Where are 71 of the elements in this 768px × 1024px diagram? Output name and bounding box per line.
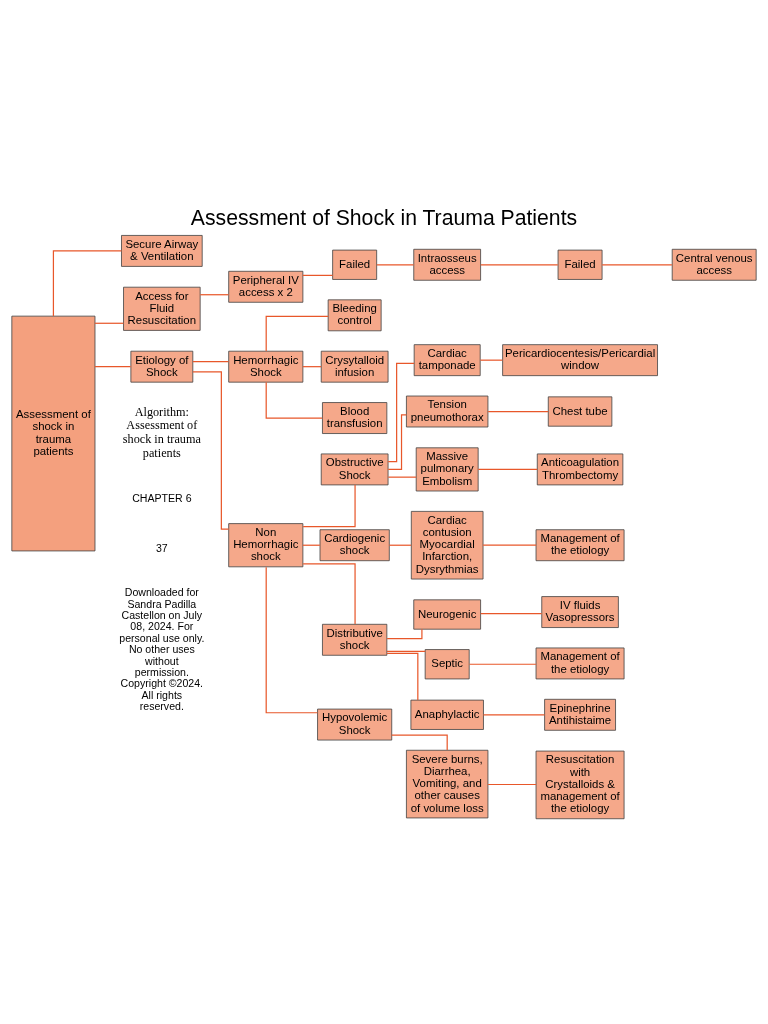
node-box: Management of the etiology: [535, 647, 625, 680]
node-box: Cardiogenic shock: [319, 529, 390, 562]
node-box: Failed: [332, 249, 378, 280]
node-box: Failed: [557, 249, 603, 280]
connector: [302, 366, 322, 368]
connector: [302, 484, 356, 528]
connector: [376, 264, 415, 266]
node-box: Severe burns, Diarrhea, Vomiting, and other causes of volume loss: [406, 749, 489, 819]
label: 37: [155, 542, 168, 555]
connector: [265, 566, 318, 714]
node-box: Massive pulmonary Embolism: [415, 447, 479, 492]
node-box: Tension pneumothorax: [406, 395, 489, 428]
connector: [386, 650, 426, 653]
node-box: Secure Airway & Ventilation: [121, 235, 203, 267]
node-box: Obstructive Shock: [320, 453, 389, 486]
node-box: Crysytalloid infusion: [320, 350, 389, 383]
node-box: Anticoagulation Thrombectomy: [536, 453, 624, 486]
node-box: Neurogenic: [413, 599, 482, 630]
connector: [480, 613, 543, 615]
node-box: Peripheral IV access x 2: [228, 270, 304, 303]
node-box: Etiology of Shock: [130, 350, 194, 383]
connector: [94, 366, 132, 368]
connector: [94, 322, 124, 324]
node-box: Non Hemorrhagic shock: [228, 523, 304, 568]
connector: [487, 410, 549, 413]
connector: [192, 360, 229, 363]
connector: [468, 663, 537, 665]
connector: [387, 414, 408, 470]
node-box: Anaphylactic: [410, 699, 484, 730]
node-box: Chest tube: [547, 396, 613, 427]
connector: [302, 274, 334, 276]
diagram-title: Assessment of Shock in Trauma Patients: [190, 206, 578, 230]
node-box: Cardiac tamponade: [413, 344, 481, 377]
node-box: Epinephrine Antihistaime: [544, 698, 616, 731]
connector: [388, 544, 412, 546]
node-box: Assessment of shock in trauma patients: [11, 315, 96, 552]
connector: [386, 628, 423, 640]
node-box: Intraosseus access: [413, 248, 482, 281]
node-box: Blood transfusion: [322, 402, 388, 434]
connector: [387, 362, 415, 463]
node-box: Hemorrhagic Shock: [228, 350, 304, 383]
connector: [387, 476, 417, 478]
connector: [601, 264, 673, 266]
connector: [52, 250, 123, 317]
connector: [391, 734, 448, 751]
node-box: Bleeding control: [327, 299, 382, 332]
node-box: Hypovolemic Shock: [317, 708, 393, 741]
node-box: Central venous access: [671, 248, 757, 281]
connector: [477, 468, 538, 470]
label: CHAPTER 6: [132, 492, 192, 505]
connector: [482, 714, 546, 716]
label: Downloaded for Sandra Padilla Castellon on July 08, 2024. For personal use only. No other uses without permission. Copyright ©2024. All rights reserved.: [119, 586, 205, 713]
node-box: Pericardiocentesis/Pericardial window: [502, 344, 658, 377]
connector: [302, 563, 356, 625]
node-box: Septic: [424, 649, 470, 680]
connector: [487, 783, 537, 786]
connector: [265, 381, 323, 419]
connector: [480, 264, 559, 266]
connector: [482, 544, 537, 546]
connector: [192, 371, 230, 530]
node-box: Distributive shock: [322, 623, 388, 656]
connector: [386, 652, 419, 701]
node-box: Cardiac contusion Myocardial Infarction, Dysrythmias: [410, 510, 484, 580]
connector: [199, 294, 230, 296]
node-box: Management of the etiology: [535, 529, 625, 562]
node-box: Access for Fluid Resuscitation: [123, 286, 201, 331]
connector: [479, 359, 503, 361]
node-box: IV fluids Vasopressors: [541, 596, 619, 628]
caption: Algorithm: Assessment of shock in trauma patients: [122, 404, 201, 461]
connector: [265, 315, 329, 352]
node-box: Resuscitation with Crystalloids & management of the etiology: [535, 750, 625, 820]
